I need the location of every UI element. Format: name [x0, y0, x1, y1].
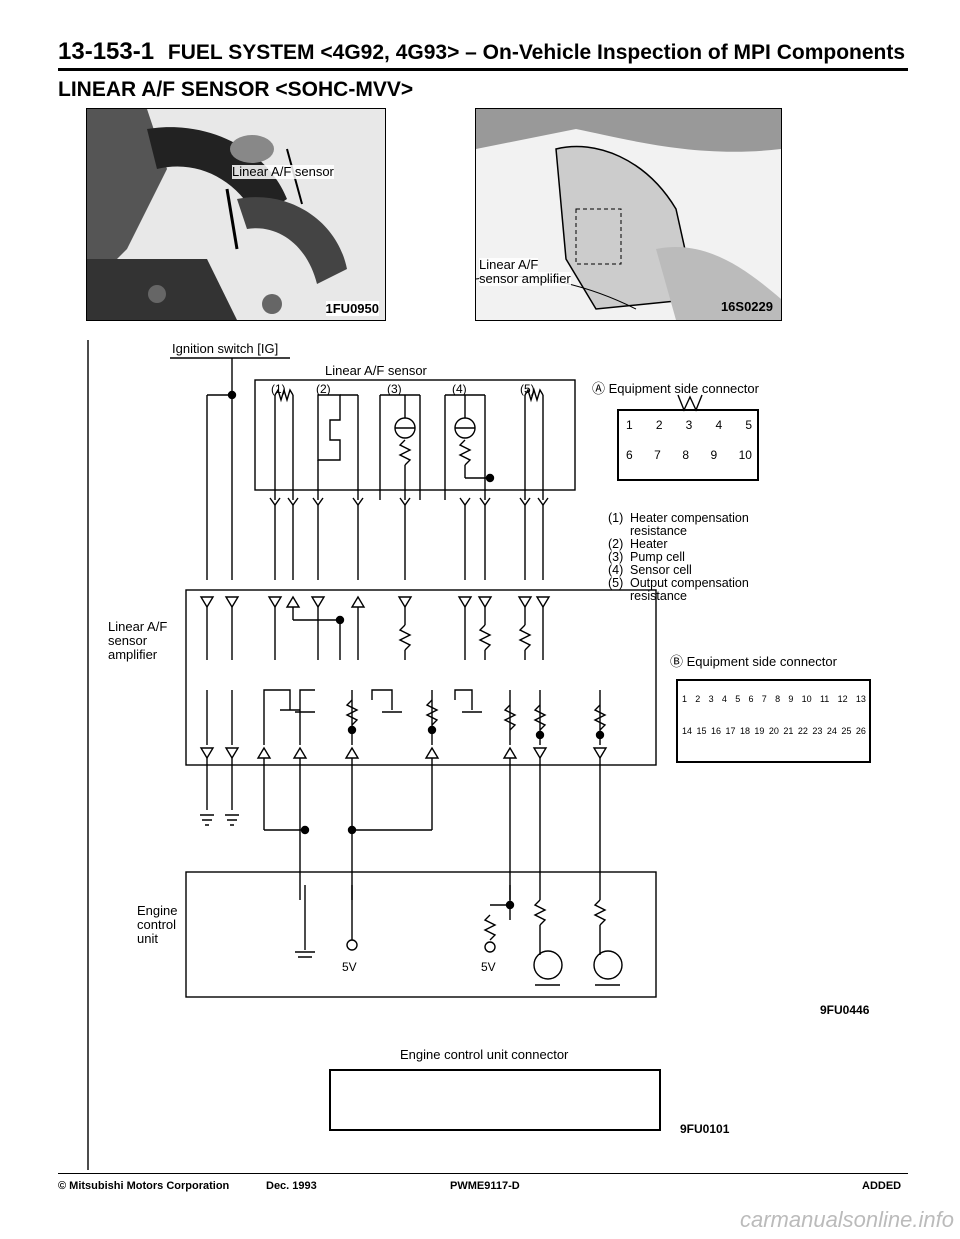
amplifier-top-terminals: [199, 595, 551, 609]
photo-left-code: 1FU0950: [325, 301, 379, 316]
connector-a-pin: 6: [626, 448, 633, 462]
sensor-title: Linear A/F sensor: [325, 363, 427, 378]
amplifier-label-1: Linear A/F: [108, 619, 168, 634]
connector-b-pin: 10: [801, 694, 812, 704]
connector-b-pin: 20: [768, 726, 779, 736]
connector-b-pin: 17: [725, 726, 736, 736]
connector-b-pin: 12: [837, 694, 848, 704]
connector-a-pin: 3: [685, 418, 693, 432]
connector-b-pin: 15: [696, 726, 707, 736]
sensor-pin-4: (4): [452, 382, 467, 396]
voltage-5v-2: 5V: [481, 960, 496, 974]
connector-b-title: Ⓑ Equipment side connector: [670, 655, 837, 669]
connector-a-title: Ⓐ Equipment side connector: [592, 382, 759, 396]
connector-b-pin: 16: [710, 726, 721, 736]
connector-a-shape: [617, 394, 759, 481]
connector-a-pin: 4: [715, 418, 723, 432]
ecu-connector-code: 9FU0101: [680, 1122, 730, 1136]
connector-a-label: Equipment side connector: [608, 381, 759, 396]
photo-left-label: Linear A/F sensor: [232, 164, 334, 179]
sensor-pin-1: (1): [271, 382, 286, 396]
connector-b-pin: 8: [775, 694, 781, 704]
photo-right-label-1: Linear A/F: [479, 257, 539, 272]
amplifier-label-3: amplifier: [108, 647, 158, 662]
connector-b-label: Equipment side connector: [686, 654, 837, 669]
amplifier-bottom-terminals: [199, 746, 608, 760]
connector-a-pin: 9: [710, 448, 718, 462]
connector-b-pin: 4: [721, 694, 727, 704]
voltage-5v-1: 5V: [342, 960, 357, 974]
connector-b-pin: 3: [708, 694, 714, 704]
footer-copyright: © Mitsubishi Motors Corporation: [58, 1180, 230, 1192]
photo-linear-af-amplifier: Linear A/F sensor amplifier 16S0229: [475, 108, 782, 321]
header-section: FUEL SYSTEM <4G92, 4G93> – On-Vehicle In…: [167, 41, 906, 64]
connector-a-pin: 5: [745, 418, 752, 432]
photo-linear-af-sensor: Linear A/F sensor 1FU0950: [86, 108, 386, 321]
watermark: carmanualsonline.info: [739, 1207, 954, 1232]
photo-right-label-2: sensor amplifier: [479, 271, 571, 286]
ecu-connector-shape: [329, 1069, 661, 1131]
footer-doc: PWME9117-D: [450, 1180, 520, 1192]
ecu-label-3: unit: [137, 931, 158, 946]
footer-rule: [58, 1173, 908, 1174]
connector-a-grid: 1 2 3 4 5 6 7 8 9 10: [626, 418, 752, 462]
connector-b-pin: 25: [841, 726, 852, 736]
connector-b-pin: 18: [739, 726, 750, 736]
connector-b-pin: 5: [735, 694, 741, 704]
page-header: 13-153-1 FUEL SYSTEM <4G92, 4G93> – On-V…: [58, 38, 905, 66]
sensor-pin-2: (2): [316, 382, 331, 396]
connector-b-pin: 9: [788, 694, 794, 704]
connector-b-pin: 11: [819, 694, 830, 704]
legend-item: (3)Pump cell: [608, 550, 685, 564]
ecu-label-2: control: [137, 917, 177, 932]
connector-a-pin: 10: [738, 448, 752, 462]
connector-b-pin: 19: [754, 726, 765, 736]
photo-right-code: 16S0229: [720, 299, 773, 314]
connector-b-pin: 24: [826, 726, 837, 736]
diagram-code: 9FU0446: [820, 1003, 870, 1017]
connector-b-pin: 22: [797, 726, 808, 736]
connector-a-marker: Ⓐ: [592, 381, 606, 396]
connector-b-pin: 13: [855, 694, 866, 704]
connector-a-pin: 1: [626, 418, 633, 432]
connector-a-pin: 8: [682, 448, 689, 462]
footer-status: ADDED: [862, 1180, 902, 1192]
footer-date: Dec. 1993: [266, 1180, 317, 1192]
sensor-pin-3: (3): [387, 382, 402, 396]
amplifier-label-2: sensor: [108, 633, 148, 648]
ignition-label: Ignition switch [IG]: [172, 341, 279, 356]
connector-b-pin: 2: [695, 694, 701, 704]
ecu-connector-label: Engine control unit connector: [400, 1047, 569, 1062]
connector-b-pin: 14: [682, 726, 693, 736]
legend-item: (1)Heater compensation resistance: [608, 511, 749, 538]
section-title: LINEAR A/F SENSOR <SOHC-MVV>: [58, 78, 414, 101]
connector-b-pin: 6: [748, 694, 754, 704]
legend-item: (4)Sensor cell: [608, 563, 692, 577]
header-rule: [58, 68, 908, 71]
connector-b-pin: 1: [682, 694, 688, 704]
ecu-label-1: Engine: [137, 903, 178, 918]
connector-b-marker: Ⓑ: [670, 654, 684, 669]
connector-b-pin: 26: [855, 726, 866, 736]
sensor-pin-5: (5): [520, 382, 535, 396]
connector-b-pin: 23: [812, 726, 823, 736]
connector-b-pin: 21: [783, 726, 794, 736]
connector-a-pin: 7: [654, 448, 661, 462]
connector-a-pin: 2: [655, 418, 663, 432]
legend-item: (2)Heater: [608, 537, 668, 551]
engine-photo-illustration: [87, 109, 385, 320]
connector-b-pin: 7: [761, 694, 767, 704]
connector-b-shape: [676, 679, 871, 763]
legend-item: (5)Output compensation resistance: [608, 576, 749, 603]
component-legend: (1)Heater compensation resistance (2)Hea…: [608, 512, 780, 603]
page-number: 13-153-1: [58, 38, 155, 65]
sensor-connector-terminals: [269, 497, 549, 507]
